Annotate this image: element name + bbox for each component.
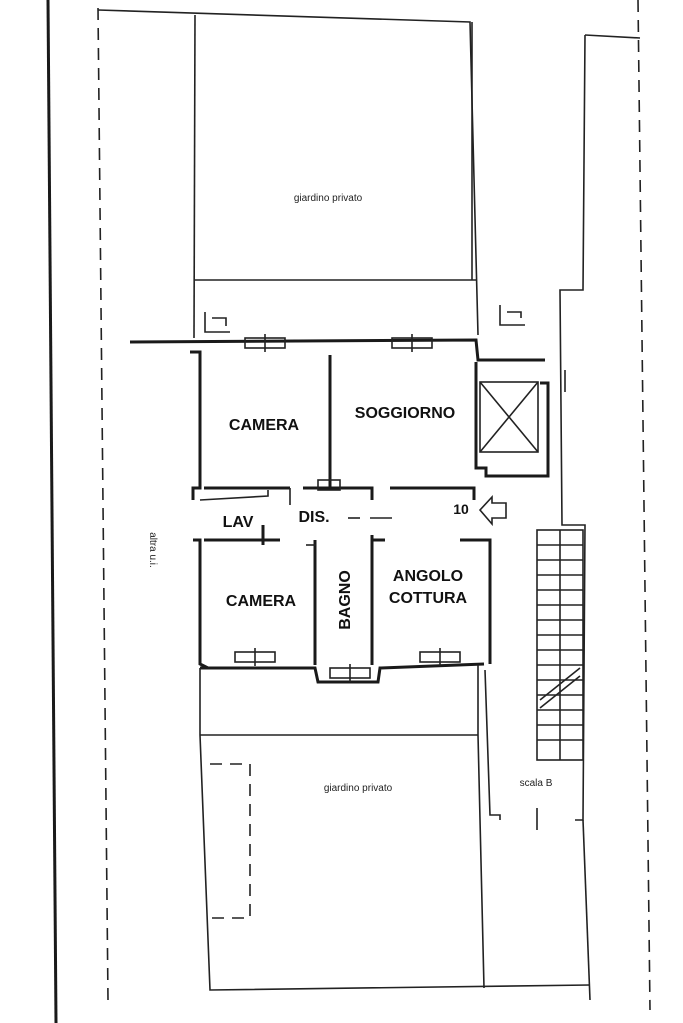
right-property-line xyxy=(637,0,651,1011)
entrance-arrow-icon xyxy=(478,494,507,527)
dis-label: DIS. xyxy=(298,509,329,526)
angolo-label: ANGOLO xyxy=(393,568,463,585)
side-unit-label: altra u.i. xyxy=(147,532,158,568)
soggiorno-label: SOGGIORNO xyxy=(355,405,455,422)
apartment-walls xyxy=(129,338,550,684)
lav-label: LAV xyxy=(223,514,254,531)
cottura-label: COTTURA xyxy=(389,590,468,607)
window-symbols xyxy=(234,334,461,682)
garden-bottom-label: giardino privato xyxy=(324,783,393,794)
camera-top-label: CAMERA xyxy=(229,417,300,434)
unit-number-label: 10 xyxy=(453,501,469,517)
left-property-line xyxy=(97,7,109,1001)
column-markers-top xyxy=(204,305,525,333)
top-garden xyxy=(97,9,479,339)
right-building xyxy=(536,34,641,1001)
bagno-label: BAGNO xyxy=(337,570,354,630)
scala-label: scala B xyxy=(520,778,553,789)
left-border-line xyxy=(46,0,58,1023)
bottom-garden xyxy=(199,665,591,991)
garden-top-label: giardino privato xyxy=(294,193,363,204)
camera-bottom-label: CAMERA xyxy=(226,593,297,610)
staircase xyxy=(536,529,584,761)
elevator-shaft xyxy=(479,381,539,453)
